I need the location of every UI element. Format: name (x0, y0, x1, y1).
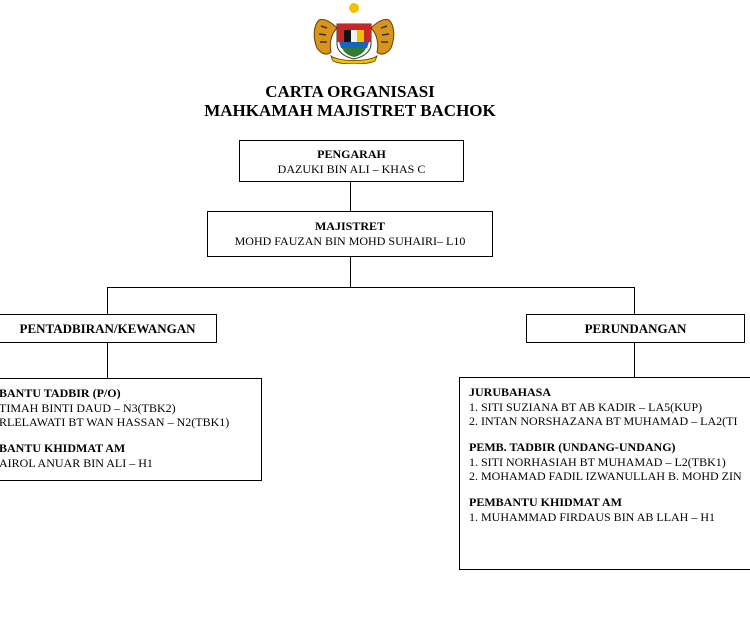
legal-staff-item: 2. MOHAMAD FADIL IZWANULLAH B. MOHD ZIN (469, 469, 742, 483)
admin-heading: PENTADBIRAN/KEWANGAN (19, 321, 196, 336)
legal-heading: PERUNDANGAN (584, 321, 687, 336)
legal-staff-item: 1. MUHAMMAD FIRDAUS BIN AB LLAH – H1 (469, 510, 716, 524)
legal-group-title: JURUBAHASA (469, 385, 552, 399)
legal-staff-item: 1. SITI NORHASIAH BT MUHAMAD – L2(TBK1) (469, 455, 726, 469)
admin-staff-item: AIROL ANUAR BIN ALI – H1 (0, 456, 153, 470)
legal-staff-item: 1. SITI SUZIANA BT AB KADIR – LA5(KUP) (469, 400, 703, 414)
legal-staff-item: 2. INTAN NORSHAZANA BT MUHAMAD – LA2(TI (469, 414, 738, 428)
admin-heading-box: PENTADBIRAN/KEWANGAN (0, 314, 217, 343)
admin-group-title: BANTU KHIDMAT AM (0, 441, 126, 455)
legal-heading-box: PERUNDANGAN (526, 314, 745, 343)
director-name: DAZUKI BIN ALI – KHAS C (277, 162, 426, 176)
magistrate-role: MAJISTRET (314, 219, 385, 233)
admin-staff-item: RLELAWATI BT WAN HASSAN – N2(TBK1) (0, 415, 230, 429)
admin-staff-box: BANTU TADBIR (P/O) TIMAH BINTI DAUD – N3… (0, 378, 262, 481)
magistrate-box: MAJISTRET MOHD FAUZAN BIN MOHD SUHAIRI– … (207, 211, 493, 257)
director-box: PENGARAH DAZUKI BIN ALI – KHAS C (239, 140, 464, 182)
connector-admin-to-staff (107, 342, 108, 378)
connector-director-magistrate (350, 181, 351, 212)
connector-magistrate-down (350, 256, 351, 287)
legal-group-title: PEMBANTU KHIDMAT AM (469, 495, 622, 509)
magistrate-name: MOHD FAUZAN BIN MOHD SUHAIRI– L10 (234, 234, 466, 248)
chart-title-line-1: CARTA ORGANISASI (265, 82, 435, 101)
connector-horizontal-bar (107, 287, 635, 288)
legal-group-title: PEMB. TADBIR (UNDANG-UNDANG) (469, 440, 676, 454)
admin-staff-item: TIMAH BINTI DAUD – N3(TBK2) (0, 401, 176, 415)
admin-group-title: BANTU TADBIR (P/O) (0, 386, 121, 400)
director-role: PENGARAH (317, 147, 386, 161)
connector-to-admin (107, 287, 108, 314)
connector-to-legal (634, 287, 635, 314)
jata-negara-emblem-icon (313, 3, 395, 64)
legal-staff-box: JURUBAHASA 1. SITI SUZIANA BT AB KADIR –… (459, 377, 750, 570)
connector-legal-to-staff (634, 342, 635, 377)
chart-title-line-2: MAHKAMAH MAJISTRET BACHOK (204, 101, 496, 120)
